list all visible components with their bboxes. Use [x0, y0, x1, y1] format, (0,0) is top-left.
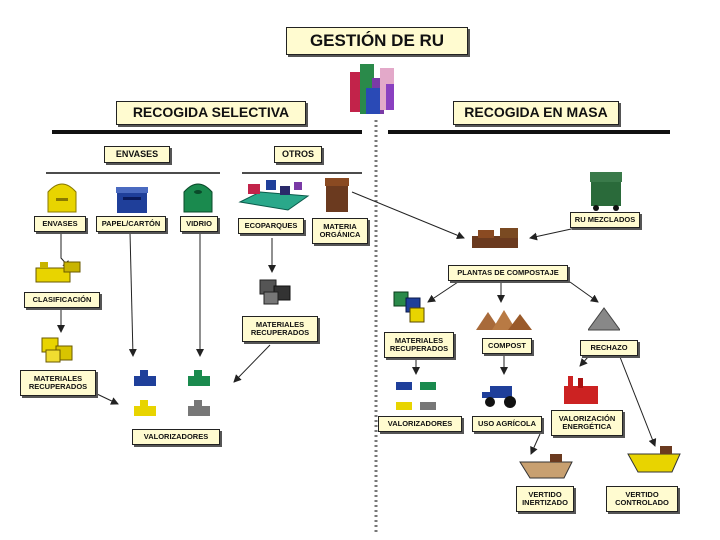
colored-cubes-icon — [393, 291, 425, 323]
arrow-organica-plantas — [351, 191, 465, 240]
node-materia-organica: MATERIA ORGÁNICA — [312, 218, 368, 244]
ecoparque-icon — [238, 180, 310, 211]
brown-container-icon — [325, 178, 349, 212]
landfill-controlled-icon — [627, 446, 681, 473]
node-vidrio: VIDRIO — [180, 216, 218, 232]
page-title: GESTIÓN DE RU — [286, 27, 468, 55]
compost-plant-icon — [472, 228, 518, 248]
arrow-papel-valorizadores — [128, 231, 137, 357]
factory-icon — [564, 376, 598, 404]
arrow-materiales-valorizadores-mid — [233, 344, 271, 383]
sorting-machine-icon — [35, 261, 81, 283]
node-compost: COMPOST — [482, 338, 532, 354]
node-materiales-recuperados-mid: MATERIALES RECUPERADOS — [242, 316, 318, 342]
arrow-materiales-valorizadores — [96, 393, 119, 405]
dark-green-container-icon — [590, 172, 622, 211]
section-mass: RECOGIDA EN MASA — [453, 101, 619, 125]
node-clasificacion: CLASIFICACIÓN — [24, 292, 100, 308]
yellow-container-icon — [47, 183, 77, 213]
blue-container-icon — [116, 187, 148, 213]
arrow-rechazo-vertido-controlado — [619, 356, 657, 447]
node-rechazo: RECHAZO — [580, 340, 638, 356]
processing-machines-icon — [134, 370, 210, 416]
reject-pile-icon — [588, 307, 620, 331]
gray-cubes-icon — [259, 279, 291, 305]
arrow-valorizacion-vertido-inertizado — [530, 433, 541, 455]
tractor-icon — [482, 386, 516, 408]
node-ru-mezclados: RU MEZCLADOS — [570, 212, 640, 228]
arrow-mezclados-plantas — [529, 225, 586, 241]
node-materiales-recuperados-left: MATERIALES RECUPERADOS — [20, 370, 96, 396]
node-vertido-controlado: VERTIDO CONTROLADO — [606, 486, 678, 512]
group-envases: ENVASES — [104, 146, 170, 163]
group-otros: OTROS — [274, 146, 322, 163]
node-valorizadores-left: VALORIZADORES — [132, 429, 220, 445]
city-buildings-icon — [350, 64, 394, 114]
arrow-plantas-rechazo — [569, 281, 599, 303]
arrow-rechazo-valorizacion — [579, 356, 589, 367]
node-ecoparques: ECOPARQUES — [238, 218, 304, 234]
arrow-plantas-materiales — [427, 281, 459, 303]
yellow-cubes-icon — [41, 337, 73, 363]
node-plantas-compostaje: PLANTAS DE COMPOSTAJE — [448, 265, 568, 281]
small-machines-icon — [396, 382, 436, 410]
node-envases: ENVASES — [34, 216, 86, 232]
compost-piles-icon — [476, 310, 532, 330]
green-container-icon — [183, 183, 213, 213]
mass-section-line — [388, 130, 670, 134]
landfill-inert-icon — [519, 454, 573, 479]
node-uso-agricola: USO AGRÍCOLA — [472, 416, 542, 432]
node-valorizacion-energetica: VALORIZACIÓN ENERGÉTICA — [551, 410, 623, 436]
node-vertido-inertizado: VERTIDO INERTIZADO — [516, 486, 574, 512]
node-valorizadores-right: VALORIZADORES — [378, 416, 462, 432]
node-materiales-recuperados-right: MATERIALES RECUPERADOS — [384, 332, 454, 358]
selective-section-line — [52, 130, 362, 134]
node-papel: PAPEL/CARTÓN — [96, 216, 166, 232]
section-selective: RECOGIDA SELECTIVA — [116, 101, 306, 125]
